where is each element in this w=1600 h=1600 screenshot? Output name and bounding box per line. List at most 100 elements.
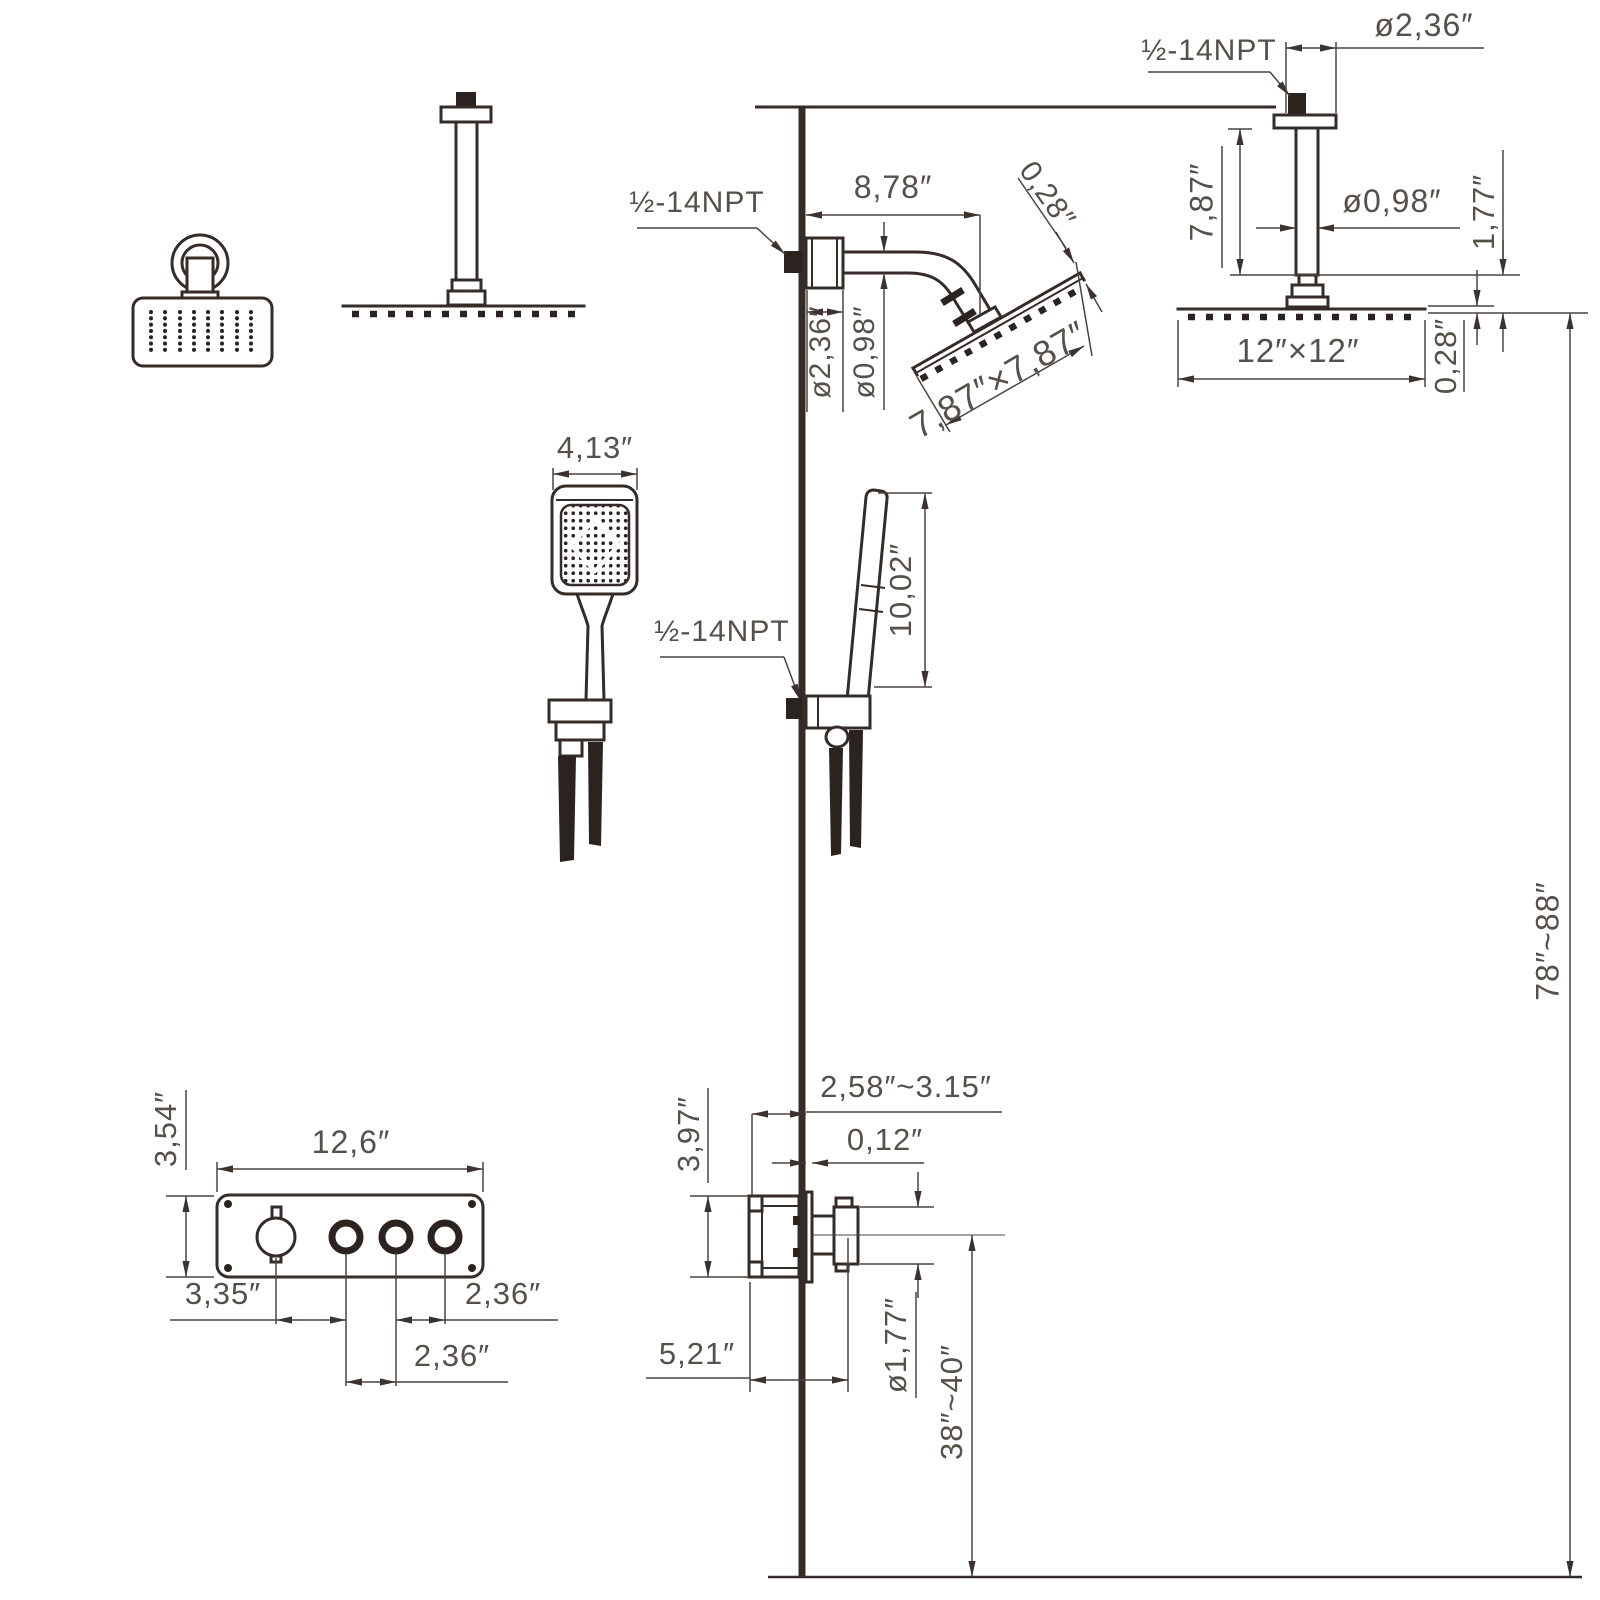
plate-thickness-label: 0,12″ bbox=[847, 1122, 923, 1157]
handheld-side-view: ½-14NPT 10,02″ bbox=[654, 488, 932, 856]
npt-leader bbox=[783, 656, 801, 701]
offset-main-label: 3,35″ bbox=[185, 1276, 261, 1311]
arm-length-label: 8,78″ bbox=[854, 169, 933, 205]
head-size-ext-left bbox=[916, 376, 951, 433]
main-temperature-knob bbox=[255, 1216, 297, 1258]
angled-head-face bbox=[915, 277, 1084, 374]
arm-collar-2 bbox=[446, 289, 487, 307]
wand-seam-2 bbox=[858, 608, 884, 613]
hose-front-left bbox=[558, 756, 576, 862]
bracket-front-lower bbox=[554, 720, 606, 742]
arm-dia-label: ø0,98″ bbox=[1342, 183, 1441, 219]
install-height-label: 38″~40″ bbox=[934, 1344, 969, 1460]
valve-top-tab bbox=[747, 1194, 764, 1213]
valve-bottom-tab bbox=[747, 1260, 764, 1279]
wall-arm-shower-view bbox=[784, 236, 1087, 382]
npt-label: ½-14NPT bbox=[1141, 34, 1276, 67]
hose-side-right bbox=[849, 730, 863, 848]
threaded-nipple bbox=[456, 92, 476, 107]
head-end-cap-right bbox=[1077, 270, 1087, 283]
arm-joint-band-1 bbox=[940, 287, 965, 306]
width-label: 12,6″ bbox=[312, 1124, 391, 1160]
handheld-spray-face bbox=[559, 503, 631, 587]
plate-thickness-arrow-bottom bbox=[1085, 283, 1103, 313]
handheld-front-view: 4,13″ bbox=[547, 430, 639, 862]
length-label: 10,02″ bbox=[883, 543, 918, 638]
arm-joint-band-2 bbox=[952, 308, 977, 327]
arm-dia-label: ø0,98″ bbox=[848, 305, 881, 398]
plate-thickness-label: 0,28″ bbox=[1013, 155, 1082, 235]
valve-wall-fastener-bottom bbox=[793, 1248, 800, 1257]
width-label: 4,13″ bbox=[557, 430, 633, 465]
arm-length-label: 7,87″ bbox=[1183, 163, 1219, 242]
arm-collar-3 bbox=[1285, 295, 1330, 309]
valve-inner-body bbox=[761, 1205, 800, 1269]
wand-seam-1 bbox=[860, 584, 886, 589]
valve-side-view bbox=[747, 1190, 1005, 1284]
room-structure bbox=[755, 105, 1582, 1579]
ceiling-arm bbox=[1294, 126, 1320, 277]
corner-screw-br bbox=[468, 1264, 476, 1272]
depth-range-label: 2,58″~3.15″ bbox=[820, 1069, 992, 1104]
hose-side-left bbox=[829, 748, 843, 856]
ceiling-flange bbox=[439, 105, 493, 124]
height-range-label: 78″~88″ bbox=[1529, 881, 1565, 1001]
npt-label: ½-14NPT bbox=[629, 186, 764, 219]
ceiling-flange bbox=[1272, 113, 1338, 130]
spray-face-diamond-motif bbox=[568, 516, 622, 574]
valve-front-view: 12,6″ 3,54″ 3,35″ 2,36″ 2,36″ bbox=[148, 1090, 558, 1386]
corner-screw-tl bbox=[224, 1200, 232, 1208]
knob-bottom-tab bbox=[834, 1262, 850, 1273]
outlet-knob-3 bbox=[427, 1219, 463, 1255]
arm-bottom-line bbox=[841, 271, 971, 325]
wall-nipple bbox=[784, 251, 802, 273]
valve-side-dimensions: 2,58″~3.15″ 0,12″ 3,97″ ø1,77″ 5,21″ 38″… bbox=[646, 1069, 1002, 1577]
plate-thickness-arrow-top bbox=[1055, 231, 1075, 264]
head-size-ext-right bbox=[1075, 261, 1093, 357]
ceiling-nipple bbox=[1288, 93, 1306, 115]
knob-top-tab bbox=[834, 1196, 854, 1209]
corner-screw-bl bbox=[224, 1264, 232, 1272]
corner-screw-tr bbox=[468, 1200, 476, 1208]
valve-wall-fastener-top bbox=[793, 1216, 800, 1225]
drop-arm bbox=[454, 120, 479, 282]
nozzle-dot-columns bbox=[149, 310, 253, 358]
wall-nipple bbox=[786, 698, 802, 719]
bracket-front bbox=[547, 698, 613, 724]
hose-nut-side bbox=[824, 725, 850, 749]
head-end-cap-left bbox=[910, 365, 920, 378]
ceiling-shower-dimensions: ½-14NPT ø2,36″ 7,87″ ø0,98″ 12″×12″ 1,77… bbox=[1141, 7, 1588, 1577]
flange-dia-label: ø2,36″ bbox=[804, 305, 837, 398]
hose-front-right bbox=[588, 742, 603, 846]
knob-dia-label: ø1,77″ bbox=[878, 1297, 913, 1393]
offset-right-label: 2,36″ bbox=[465, 1276, 541, 1311]
body-height-label: 3,97″ bbox=[671, 1096, 706, 1172]
total-depth-label: 5,21″ bbox=[659, 1336, 735, 1371]
outlet-knob-1 bbox=[328, 1219, 364, 1255]
offset-mid-label: 2,36″ bbox=[414, 1338, 490, 1373]
angled-head-nozzles bbox=[919, 287, 1080, 382]
flange-dia-label: ø2,36″ bbox=[1374, 7, 1473, 43]
head-size-label: 12″×12″ bbox=[1236, 332, 1359, 369]
handheld-wand bbox=[845, 488, 889, 702]
arm-collar-2 bbox=[1290, 283, 1325, 299]
npt-leader bbox=[1269, 71, 1291, 97]
ceiling-rain-head-side-view bbox=[341, 92, 586, 318]
outlet-knob-2 bbox=[378, 1219, 414, 1255]
npt-leader bbox=[756, 227, 786, 255]
npt-label: ½-14NPT bbox=[654, 615, 789, 648]
arm-top-line bbox=[841, 250, 992, 311]
rain-head-front-view bbox=[131, 233, 274, 368]
handheld-handle bbox=[574, 592, 616, 702]
plate-thickness-label: 0,28″ bbox=[1428, 318, 1463, 394]
arm-stub bbox=[185, 256, 215, 294]
head-size-dim bbox=[945, 345, 1085, 426]
angled-head-back bbox=[910, 270, 1083, 371]
arm-collar-1 bbox=[450, 278, 483, 293]
wall-bracket bbox=[804, 694, 872, 730]
height-label: 3,54″ bbox=[148, 1091, 183, 1167]
ceiling-rain-head-dimensioned-view bbox=[1176, 93, 1427, 321]
hose-nut-front bbox=[558, 738, 584, 758]
